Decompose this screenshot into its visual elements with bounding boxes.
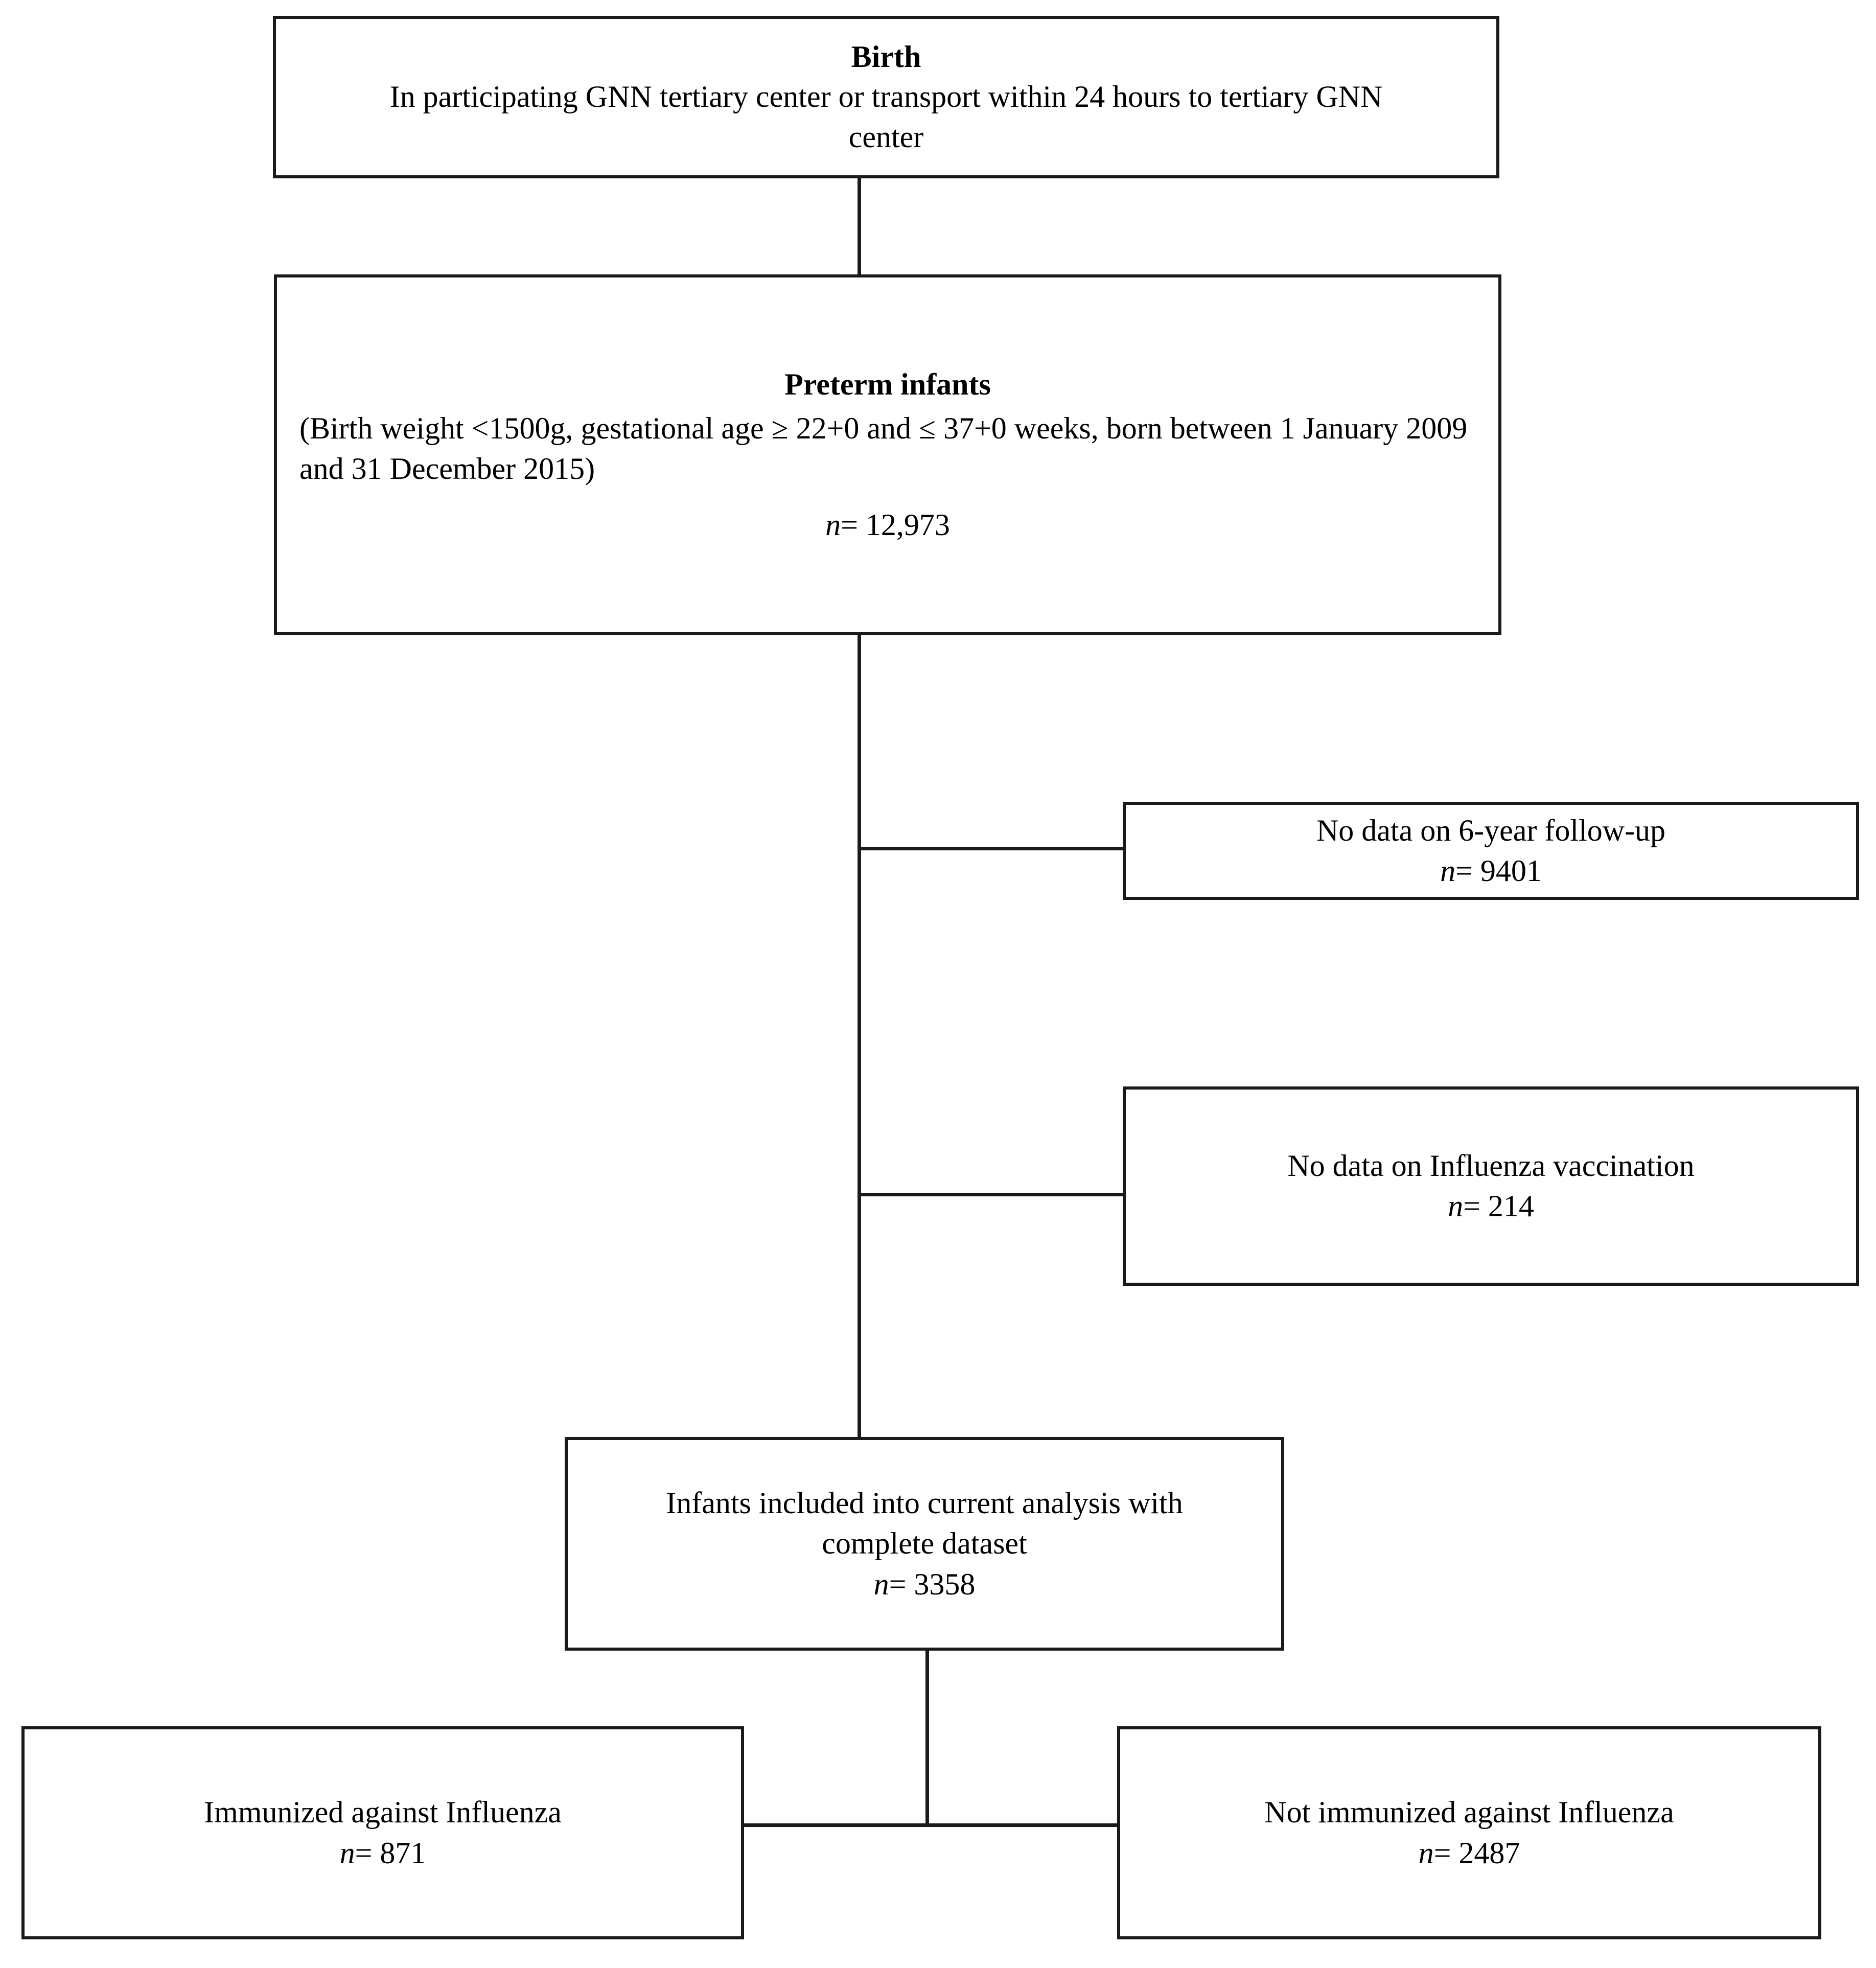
node-preterm-infants[interactable]: Preterm infants (Birth weight <1500g, ge… <box>274 274 1501 635</box>
node-no-followup-count-symbol: n <box>1440 854 1456 888</box>
connector-spine-main <box>858 634 861 1439</box>
node-birth-body: In participating GNN tertiary center or … <box>389 79 1383 154</box>
node-immunized-body: Immunized against Influenza <box>204 1795 562 1830</box>
node-no-vaccination-data-count: n= 214 <box>1448 1186 1534 1226</box>
node-preterm-title: Preterm infants <box>784 367 991 402</box>
connector-included-to-split <box>925 1650 929 1825</box>
node-included[interactable]: Infants included into current analysis w… <box>565 1437 1284 1651</box>
node-immunized-count-value: = 871 <box>355 1836 426 1870</box>
node-no-vaccination-data-count-symbol: n <box>1448 1189 1464 1223</box>
node-birth-title: Birth <box>851 39 921 74</box>
node-no-followup-count-value: = 9401 <box>1455 854 1542 888</box>
node-not-immunized-count-value: = 2487 <box>1433 1836 1520 1870</box>
node-no-followup[interactable]: No data on 6-year follow-up n= 9401 <box>1123 802 1859 900</box>
node-included-count-symbol: n <box>873 1567 889 1601</box>
node-preterm-count-value: = 12,973 <box>841 507 950 542</box>
node-not-immunized-count-symbol: n <box>1418 1836 1434 1870</box>
node-preterm-count: n= 12,973 <box>299 505 1476 545</box>
node-not-immunized[interactable]: Not immunized against Influenza n= 2487 <box>1117 1726 1821 1939</box>
node-immunized-count: n= 871 <box>340 1833 426 1873</box>
connector-to-no-vaccination-data <box>858 1193 1126 1196</box>
connector-to-no-followup <box>858 847 1126 850</box>
node-no-vaccination-data-body: No data on Influenza vaccination <box>1287 1148 1695 1183</box>
node-no-followup-count: n= 9401 <box>1440 851 1542 891</box>
node-included-body: Infants included into current analysis w… <box>666 1486 1183 1561</box>
node-immunized[interactable]: Immunized against Influenza n= 871 <box>21 1726 744 1939</box>
node-no-vaccination-data-count-value: = 214 <box>1463 1189 1534 1223</box>
node-not-immunized-body: Not immunized against Influenza <box>1264 1795 1674 1830</box>
node-included-count-value: = 3358 <box>889 1567 976 1601</box>
node-preterm-count-symbol: n <box>825 507 841 542</box>
node-included-count: n= 3358 <box>874 1564 976 1605</box>
node-birth[interactable]: Birth In participating GNN tertiary cent… <box>273 16 1499 178</box>
connector-split-horizontal <box>742 1823 1120 1827</box>
node-preterm-body: (Birth weight <1500g, gestational age ≥ … <box>299 411 1468 486</box>
connector-birth-to-preterm <box>858 177 861 275</box>
node-immunized-count-symbol: n <box>339 1836 355 1870</box>
node-no-vaccination-data[interactable]: No data on Influenza vaccination n= 214 <box>1123 1086 1859 1286</box>
node-no-followup-body: No data on 6-year follow-up <box>1316 813 1666 847</box>
node-not-immunized-count: n= 2487 <box>1419 1833 1520 1873</box>
